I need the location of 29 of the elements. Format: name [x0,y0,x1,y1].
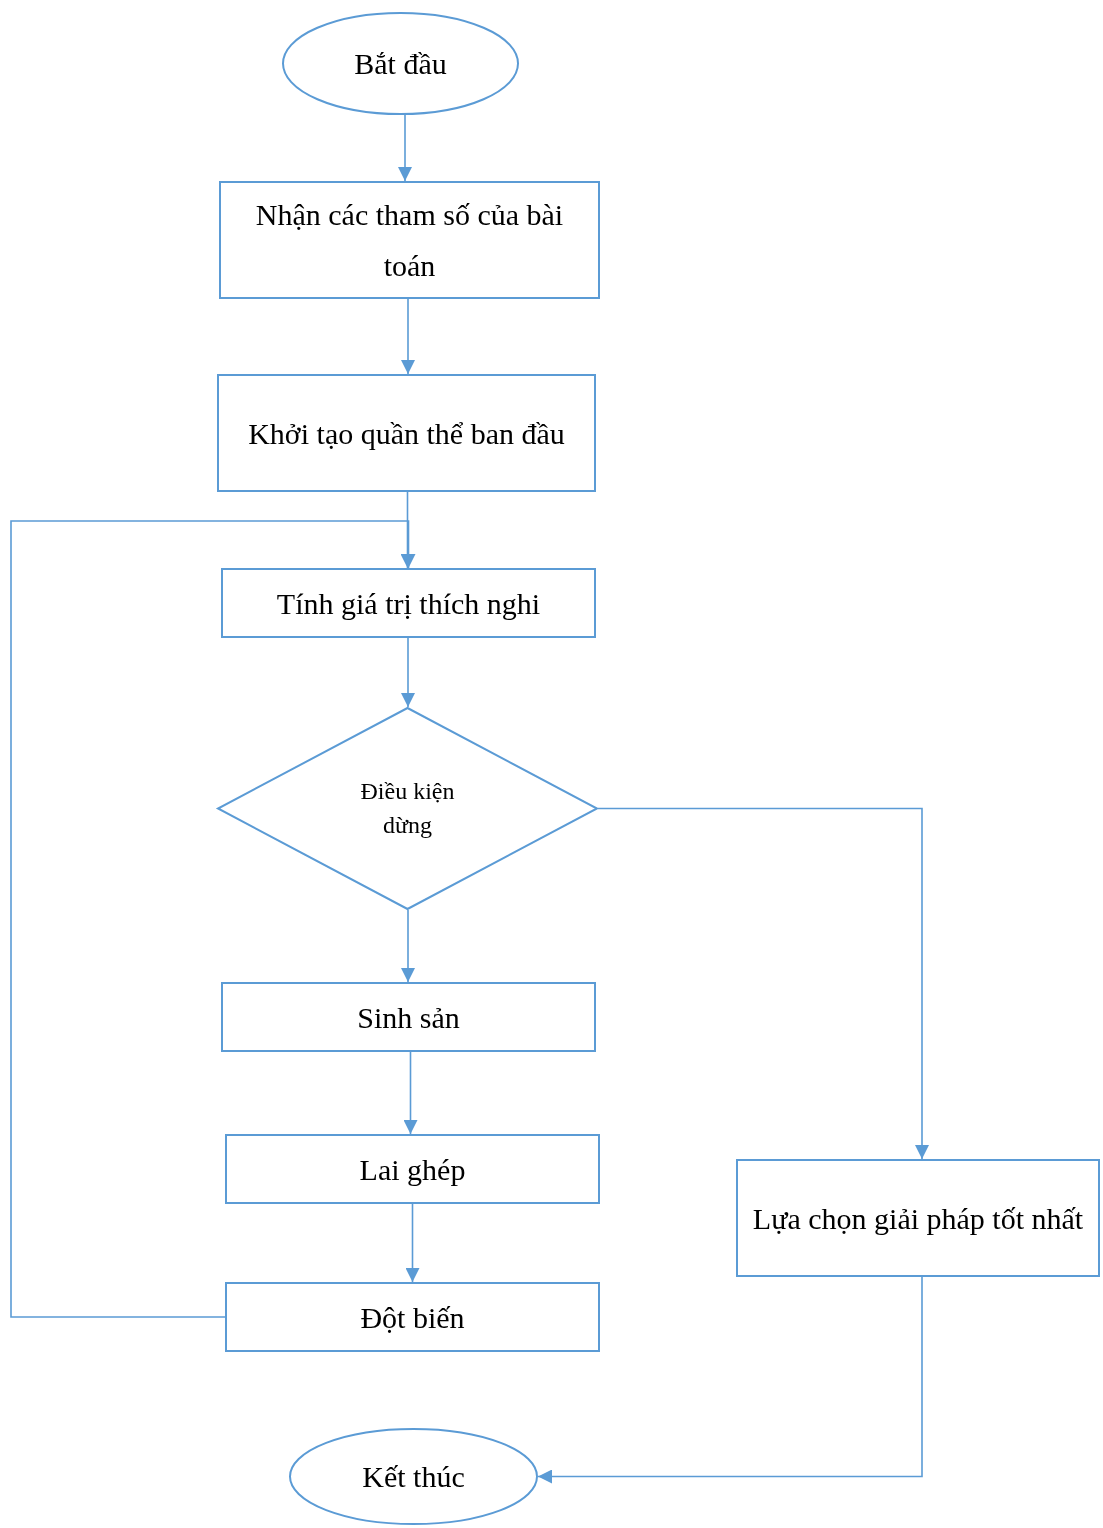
process-box [225,1282,600,1352]
arrow [401,909,415,983]
node-text: Tính giá trị thích nghi [276,585,541,622]
arrow [597,807,929,1160]
terminal-ellipse [289,1428,538,1525]
node-text: Kết thúc [362,1459,465,1495]
process-box [219,181,600,299]
decision-diamond [217,707,598,910]
process-box [736,1159,1100,1277]
process-box [217,374,596,492]
node-text: Lựa chọn giải pháp tốt nhất [752,1200,1084,1237]
node-text: Nhận các tham số của bài toán [254,197,565,284]
arrow [537,1276,923,1484]
node-text: Điều kiện dừng [359,776,456,840]
process-box [221,568,596,638]
process-box [225,1134,600,1204]
arrow [405,1203,420,1283]
node-text: Sinh sản [357,999,460,1036]
node-text: Bắt đầu [354,46,447,82]
process-box [221,982,596,1052]
node-text: Lai ghép [359,1151,466,1188]
terminal-ellipse [282,12,519,115]
arrow [398,114,412,182]
arrow [401,637,415,708]
arrow [10,520,416,1318]
node-text: Đột biến [360,1299,465,1336]
arrow [403,1051,418,1135]
node-text: Khởi tạo quần thể ban đầu [248,415,565,452]
arrow [401,298,415,375]
